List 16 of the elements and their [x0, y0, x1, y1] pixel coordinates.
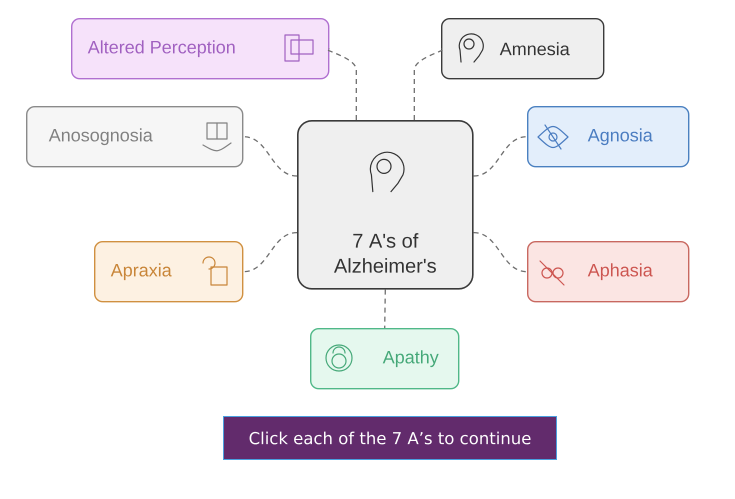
box-node: Anosognosia [26, 106, 244, 168]
box-node: Apathy [310, 328, 460, 390]
box-node: Aphasia [527, 241, 690, 302]
dashed-connector [326, 48, 357, 120]
dashed-connector [384, 290, 386, 328]
dashed-connector [243, 136, 298, 177]
button: Click each of the 7 A’s to continue [223, 416, 557, 460]
dashed-connector [474, 232, 528, 272]
box-node: Agnosia [527, 106, 690, 168]
center-box: 7 A's of Alzheimer's [297, 120, 474, 290]
dashed-connector [474, 136, 528, 177]
dashed-connector [414, 48, 444, 120]
box-node: Amnesia [441, 18, 604, 80]
box-node: Altered Perception [71, 18, 330, 80]
dashed-connector [243, 232, 298, 272]
box-node: Apraxia [94, 241, 244, 302]
